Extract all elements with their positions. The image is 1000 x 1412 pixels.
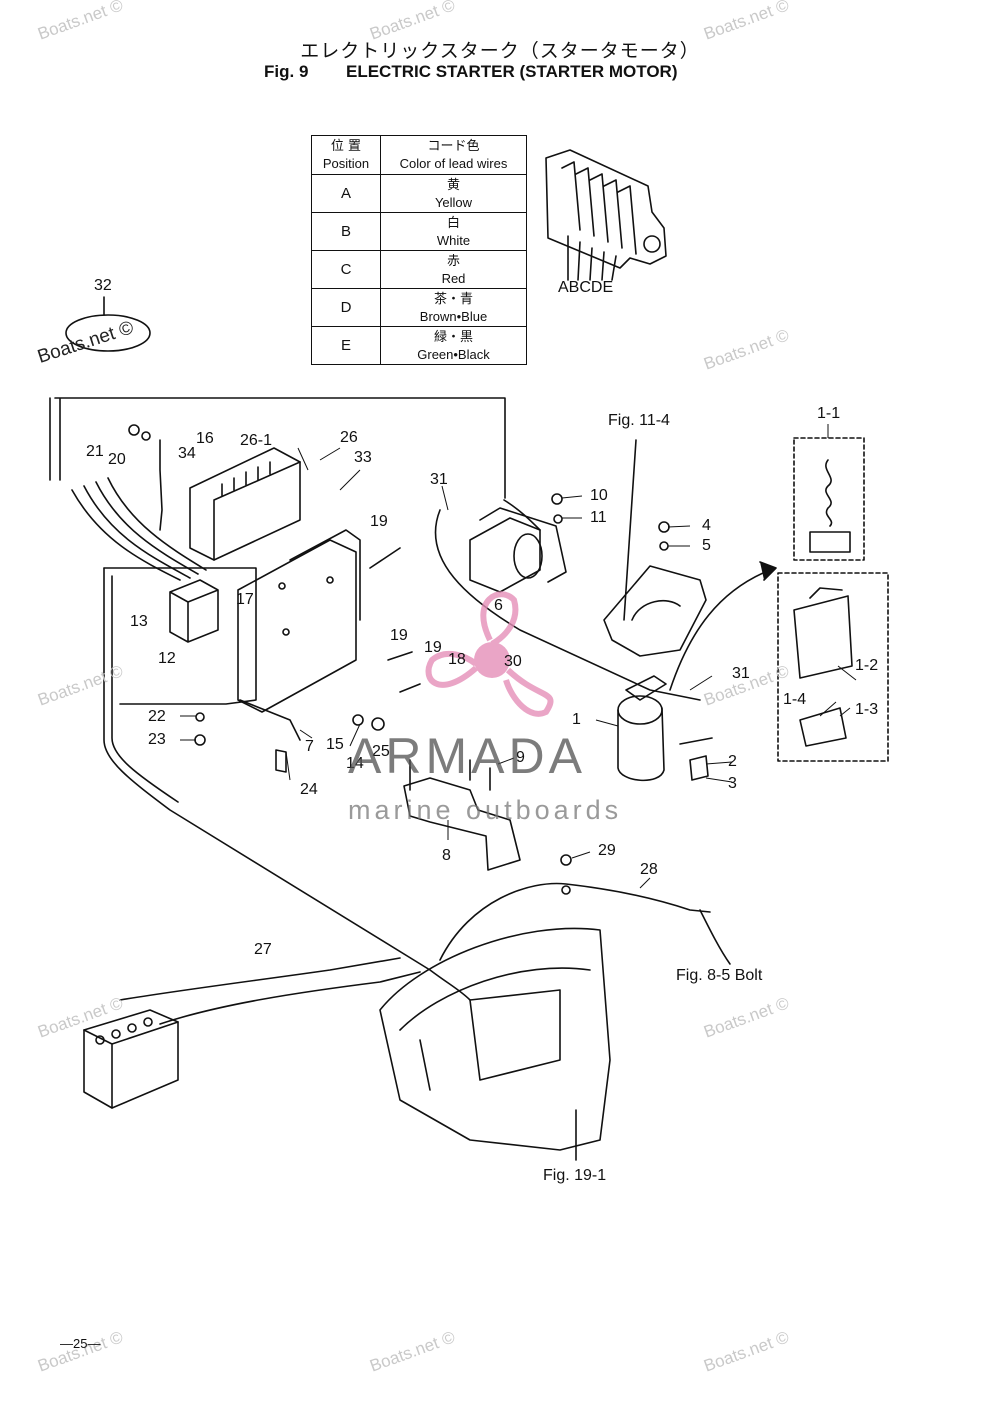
callout-30: 30 <box>504 653 522 670</box>
callout-3: 3 <box>728 775 737 792</box>
callout-6: 6 <box>494 597 503 614</box>
callout-19: 19 <box>424 639 442 656</box>
color-jp: 緑・黒 <box>433 329 473 345</box>
page-title-japanese: エレクトリックスターク（スタータモータ） <box>300 40 700 62</box>
callout-19: 19 <box>370 513 388 530</box>
reference-fig-19-1: Fig. 19-1 <box>543 1167 607 1184</box>
color-jp: 赤 <box>446 253 460 269</box>
callout-15: 15 <box>326 736 344 753</box>
starter-motor-1 <box>617 675 667 782</box>
page-number: —25— <box>60 1336 101 1351</box>
header-jp: 位 置 <box>330 139 362 154</box>
callout-22: 22 <box>148 708 166 725</box>
coupler-connector <box>545 149 667 281</box>
callout-1-4: 1-4 <box>783 691 807 708</box>
ground-cable-28 <box>439 882 711 961</box>
color-en: Green•Black <box>417 346 490 362</box>
detail-box-motor <box>777 572 889 762</box>
header-en: Position <box>322 156 370 171</box>
main-wire-harness <box>49 397 506 499</box>
callout-27: 27 <box>254 941 272 958</box>
callout-10: 10 <box>590 487 608 504</box>
callout-1-2: 1-2 <box>855 657 879 674</box>
callout-32: 32 <box>94 277 112 294</box>
fig-11-4-assembly <box>603 565 707 657</box>
color-jp: 黄 <box>446 177 460 193</box>
reference-fig-8-5-bolt: Fig. 8-5 Bolt <box>676 967 763 984</box>
callout-5: 5 <box>702 537 711 554</box>
color-jp: 白 <box>446 215 460 231</box>
callout-4: 4 <box>702 517 711 534</box>
callout-31: 31 <box>732 665 750 682</box>
callout-7: 7 <box>305 738 314 755</box>
starter-relay-6 <box>469 507 567 593</box>
callout-25: 25 <box>372 743 390 760</box>
callout-29: 29 <box>598 842 616 859</box>
header-en: Color of lead wires <box>399 156 508 171</box>
callout-13: 13 <box>130 613 148 630</box>
position-cell: A <box>311 174 381 213</box>
ring-part-32 <box>65 314 151 352</box>
battery <box>83 1009 179 1109</box>
callout-17: 17 <box>236 591 254 608</box>
position-cell: D <box>311 288 381 327</box>
callout-19: 19 <box>390 627 408 644</box>
lower-cowling <box>379 927 611 1151</box>
callout-21: 21 <box>86 443 104 460</box>
color-jp: 茶・青 <box>433 291 473 307</box>
callout-2: 2 <box>728 753 737 770</box>
color-en: Red <box>441 270 466 286</box>
callout-26-1: 26-1 <box>240 432 273 449</box>
callout-12: 12 <box>158 650 176 667</box>
callout-23: 23 <box>148 731 166 748</box>
callout-1: 1 <box>572 711 581 728</box>
callout-33: 33 <box>354 449 372 466</box>
armada-logo-propeller <box>425 591 554 717</box>
relay-part-12 <box>169 579 219 643</box>
wire-color-table: 位 置 Position コード色 Color of lead wires A … <box>311 135 527 365</box>
column-header-position: 位 置 Position <box>311 135 381 175</box>
connector-letters: ABCDE <box>558 279 614 296</box>
callout-leaders <box>180 424 857 889</box>
detail-box-1-1 <box>793 437 865 561</box>
callout-26: 26 <box>340 429 358 446</box>
rectifier-part-16 <box>189 447 301 561</box>
callout-1-1: 1-1 <box>817 405 841 422</box>
callout-34: 34 <box>178 445 196 462</box>
watermark-armada-tagline: marine outboards <box>348 795 623 825</box>
page-title: ELECTRIC STARTER (STARTER MOTOR) <box>346 62 678 81</box>
callout-31: 31 <box>430 471 448 488</box>
callout-9: 9 <box>516 749 525 766</box>
battery-cable-27 <box>119 957 421 1025</box>
color-en: White <box>436 232 471 248</box>
bracket-plate-7 <box>237 529 361 741</box>
color-en: Brown•Blue <box>419 308 488 324</box>
callout-16: 16 <box>196 430 214 447</box>
callout-20: 20 <box>108 451 126 468</box>
ground-harness <box>103 567 471 1001</box>
callout-28: 28 <box>640 861 658 878</box>
watermark-armada-name: ARMADA <box>348 728 586 784</box>
callout-24: 24 <box>300 781 318 798</box>
callout-8: 8 <box>442 847 451 864</box>
header-jp: コード色 <box>427 139 480 154</box>
callout-11: 11 <box>590 509 607 526</box>
reference-fig-11-4: Fig. 11-4 <box>608 412 670 429</box>
figure-number: Fig. 9 <box>264 62 309 81</box>
color-en: Yellow <box>434 194 473 210</box>
callout-1-3: 1-3 <box>855 701 879 718</box>
callout-18: 18 <box>448 651 466 668</box>
callout-14: 14 <box>346 755 364 772</box>
bracket-8 <box>403 777 521 871</box>
